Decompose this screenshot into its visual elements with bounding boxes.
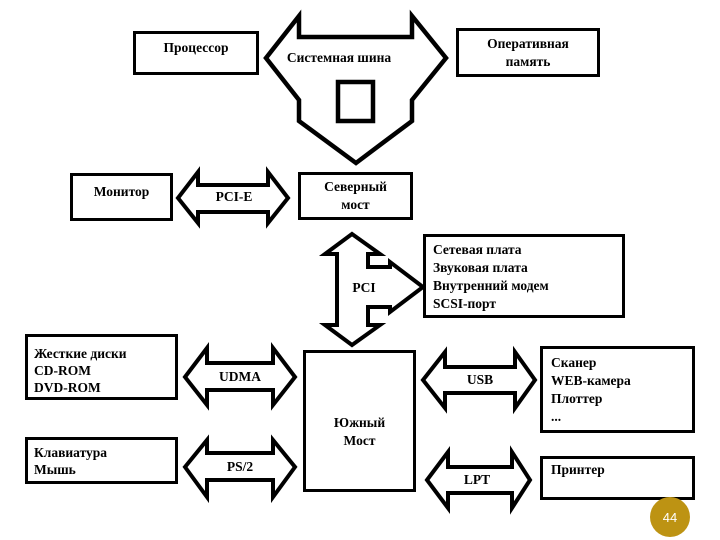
pci-device-item: Звуковая плата [433,260,528,275]
usb-label: USB [466,372,494,387]
usb-device-item: ... [551,409,562,424]
ps2-arrow [182,434,298,504]
usb-device-item: Сканер [551,355,597,370]
pci-arrow [318,231,427,348]
usb-device-item: Плоттер [551,391,603,406]
south-bridge-label-line1: Южный [333,415,386,430]
page-number: 44 [662,509,678,525]
pci-device-item: SCSI-порт [433,296,497,311]
ram-label-line1: Оперативная [487,35,569,51]
lpt-arrow [424,445,533,515]
disk-item: DVD-ROM [34,380,101,395]
input-device-item: Мышь [34,462,76,477]
input-device-item: Клавиатура [34,445,108,460]
ram-box: Оперативная память [456,28,600,77]
south-bridge-box: Южный Мост [303,350,416,492]
usb-arrow [420,345,538,415]
north-bridge-label-line1: Северный [324,179,387,194]
pci-label: PCI [352,280,376,295]
disks-box: Жесткие диски CD-ROM DVD-ROM [25,334,178,400]
north-bridge-label-line2: мост [341,197,370,212]
monitor-label: Монитор [93,184,150,199]
processor-label: Процессор [163,40,229,55]
processor-box: Процессор [133,31,259,75]
pci-devices-box: Сетевая плата Звуковая плата Внутренний … [423,234,625,318]
pci-device-item: Внутренний модем [433,278,549,293]
pcie-arrow [175,166,291,229]
lpt-label: LPT [463,472,491,487]
monitor-box: Монитор [70,173,173,221]
pci-device-item: Сетевая плата [433,242,522,257]
usb-device-item: WEB-камера [551,373,631,388]
ps2-label: PS/2 [226,459,254,474]
printer-label: Принтер [551,462,605,477]
udma-label: UDMA [219,369,261,384]
disk-item: Жесткие диски [34,346,127,361]
south-bridge-label-line2: Мост [343,433,376,448]
north-bridge-box: Северный мост [298,172,413,220]
ram-label-line2: память [505,53,551,69]
pcie-label: PCI-E [215,189,253,204]
page-number-badge: 44 [650,497,690,537]
system-bus-arrow [263,9,449,166]
disk-item: CD-ROM [34,363,91,378]
udma-arrow [182,342,298,411]
printer-box: Принтер [540,456,695,500]
system-bus-label: Системная шина [286,50,392,65]
keyboard-mouse-box: Клавиатура Мышь [25,437,178,484]
usb-devices-box: Сканер WEB-камера Плоттер ... [540,346,695,433]
